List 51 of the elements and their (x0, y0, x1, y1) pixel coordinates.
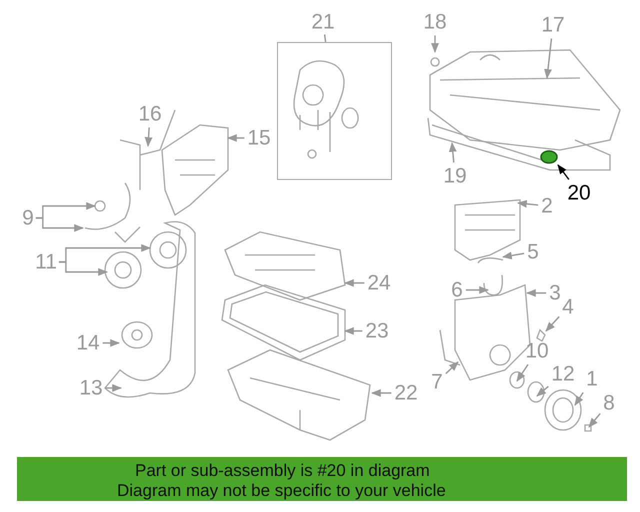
leader-line (106, 384, 122, 392)
leader-line (545, 316, 560, 332)
leader-line (36, 217, 84, 232)
leader-line (324, 34, 326, 42)
callout-number: 16 (138, 104, 162, 124)
leader-line (102, 339, 120, 347)
leader-line (445, 361, 459, 374)
leader-line (574, 392, 584, 406)
callout-number: 5 (527, 242, 539, 262)
callout-number: 11 (35, 252, 57, 272)
leader-line (344, 327, 362, 335)
callout-number: 8 (603, 392, 615, 414)
leader-line (526, 289, 546, 297)
note-text: Part or sub-assembly is #20 in diagram (135, 462, 430, 479)
callout-number: 4 (562, 296, 574, 318)
callout-number: 19 (443, 166, 467, 186)
leader-line (557, 164, 570, 180)
callout-number: 22 (394, 382, 418, 404)
callout-number: 9 (22, 208, 34, 228)
leader-line (58, 261, 108, 276)
leader-line (536, 386, 549, 397)
group-frame (277, 42, 392, 180)
leader-line (516, 364, 529, 382)
leader-line (588, 413, 601, 428)
callout-number: 23 (365, 320, 389, 342)
leader-line (517, 200, 538, 208)
callout-number: 10 (525, 340, 549, 362)
leader-line (502, 252, 524, 260)
leader-line (448, 142, 457, 163)
callout-number: 12 (551, 364, 575, 384)
callout-number: 15 (247, 128, 271, 148)
leader-line (466, 286, 489, 294)
callout-number: 13 (79, 378, 103, 398)
callout-number: 3 (549, 282, 561, 304)
callout-number: 14 (76, 332, 100, 354)
callout-number: 7 (431, 372, 443, 392)
leader-line (431, 36, 439, 53)
callout-number: 1 (586, 368, 598, 390)
leader-line (371, 389, 392, 397)
callout-number: 18 (423, 12, 447, 32)
leader-line (144, 127, 152, 147)
callout-number: 24 (367, 272, 391, 294)
callout-number: 21 (311, 12, 335, 32)
callout-number: 20 (567, 182, 591, 204)
leader-line (344, 279, 364, 287)
note-text: Diagram may not be specific to your vehicle (117, 482, 446, 499)
callout-number: 6 (451, 280, 463, 300)
leader-line (227, 134, 244, 142)
leader-line (544, 38, 552, 79)
callout-number: 2 (541, 196, 553, 216)
callout-number: 17 (541, 14, 565, 36)
